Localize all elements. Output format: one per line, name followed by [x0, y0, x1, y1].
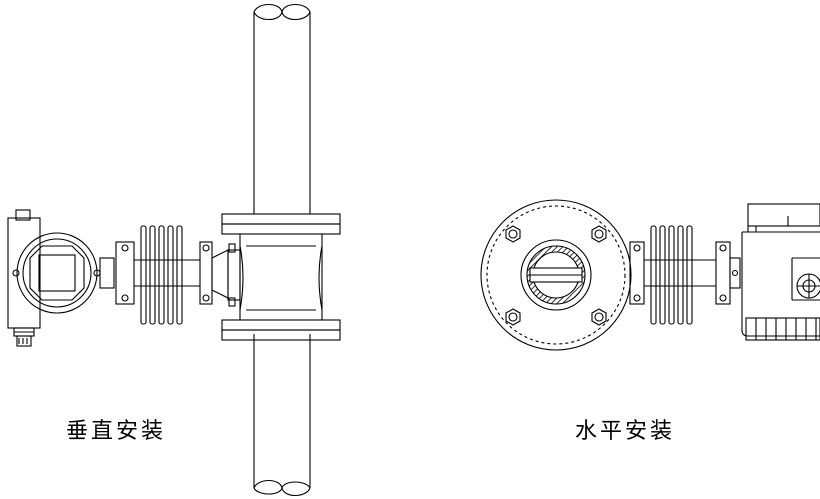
vertical-install-caption: 垂直安装 — [66, 419, 167, 444]
right-bracket — [629, 241, 731, 305]
flange-nut — [505, 308, 521, 326]
horizontal-install-caption: 水平安装 — [575, 419, 676, 444]
flange-nut — [591, 225, 607, 243]
horizontal-install-transmitter — [729, 203, 820, 341]
vertical-install-transmitter — [7, 209, 115, 347]
right-cooling-fins — [650, 225, 693, 325]
left-bracket — [115, 241, 213, 305]
left-adapter — [211, 243, 241, 307]
vertical-pipe — [253, 3, 311, 497]
left-cooling-fins — [140, 225, 183, 325]
flange-nut — [591, 308, 607, 326]
horizontal-install-flange — [480, 199, 632, 351]
flange-nut — [505, 225, 521, 243]
